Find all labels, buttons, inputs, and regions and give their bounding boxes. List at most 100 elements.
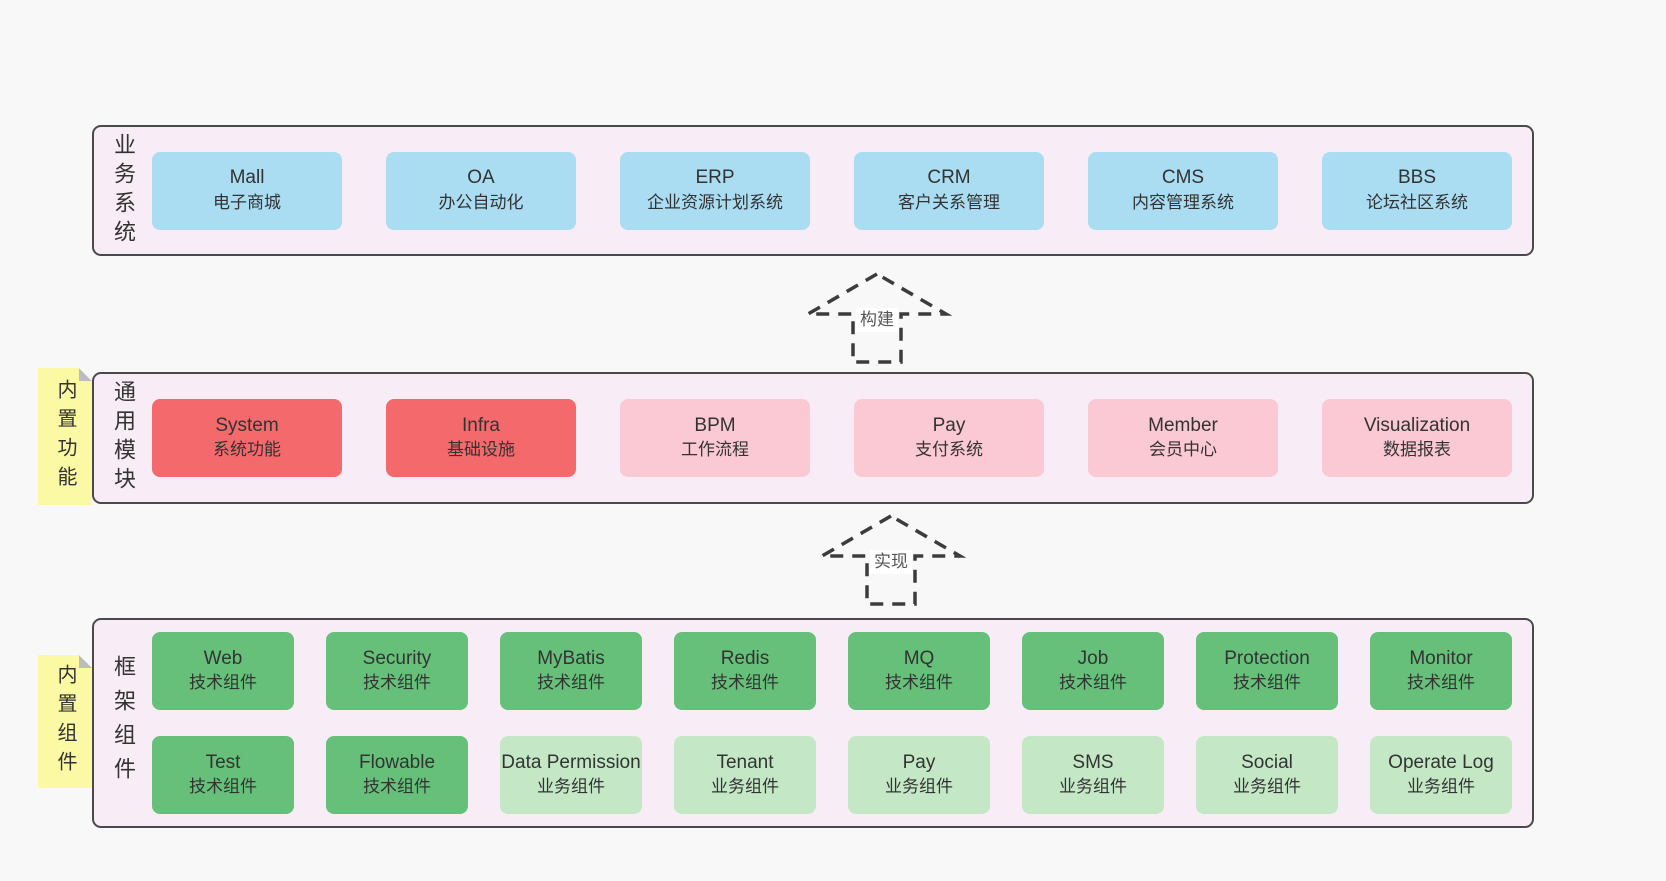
box-job: Job 技术组件 bbox=[1022, 632, 1164, 710]
box-title: Test bbox=[205, 751, 241, 773]
component-row-1: Web 技术组件 Security 技术组件 MyBatis 技术组件 Redi… bbox=[152, 632, 1512, 710]
box-subtitle: 技术组件 bbox=[885, 673, 953, 693]
layer-business-systems: 业务系统 Mall 电子商城 OA 办公自动化 ERP 企业资源计划系统 CRM… bbox=[92, 125, 1534, 256]
box-title: Mall bbox=[229, 167, 265, 189]
box-visualization: Visualization 数据报表 bbox=[1322, 399, 1512, 477]
box-erp: ERP 企业资源计划系统 bbox=[620, 151, 810, 230]
arrow-implement-label: 实现 bbox=[870, 550, 912, 575]
layer-label-components: 框架组件 bbox=[94, 620, 152, 826]
business-boxes: Mall 电子商城 OA 办公自动化 ERP 企业资源计划系统 CRM 客户关系… bbox=[152, 127, 1532, 254]
component-boxes: Web 技术组件 Security 技术组件 MyBatis 技术组件 Redi… bbox=[152, 620, 1532, 826]
box-subtitle: 工作流程 bbox=[681, 440, 749, 460]
box-test: Test 技术组件 bbox=[152, 736, 294, 814]
note-label: 内置功能 bbox=[54, 378, 76, 495]
box-subtitle: 业务组件 bbox=[1233, 777, 1301, 797]
arrow-build-label: 构建 bbox=[856, 308, 898, 333]
box-subtitle: 电子商城 bbox=[213, 192, 281, 212]
box-subtitle: 内容管理系统 bbox=[1132, 192, 1234, 212]
box-title: Protection bbox=[1224, 647, 1310, 669]
box-title: Monitor bbox=[1409, 647, 1473, 669]
box-title: ERP bbox=[695, 167, 735, 189]
box-subtitle: 基础设施 bbox=[447, 440, 515, 460]
module-boxes: System 系统功能 Infra 基础设施 BPM 工作流程 Pay 支付系统… bbox=[152, 374, 1532, 502]
box-protection: Protection 技术组件 bbox=[1196, 632, 1338, 710]
box-subtitle: 技术组件 bbox=[189, 777, 257, 797]
box-title: MQ bbox=[903, 647, 935, 669]
box-title: SMS bbox=[1072, 751, 1114, 773]
box-web: Web 技术组件 bbox=[152, 632, 294, 710]
box-subtitle: 技术组件 bbox=[363, 673, 431, 693]
box-title: Operate Log bbox=[1388, 751, 1494, 773]
box-subtitle: 业务组件 bbox=[1059, 777, 1127, 797]
box-member: Member 会员中心 bbox=[1088, 399, 1278, 477]
box-system: System 系统功能 bbox=[152, 399, 342, 477]
component-row-2: Test 技术组件 Flowable 技术组件 Data Permission … bbox=[152, 736, 1512, 814]
note-fold bbox=[79, 368, 92, 381]
note-label: 内置组件 bbox=[54, 663, 76, 780]
box-social: Social 业务组件 bbox=[1196, 736, 1338, 814]
box-title: Pay bbox=[902, 751, 936, 773]
box-subtitle: 业务组件 bbox=[711, 777, 779, 797]
box-title: Job bbox=[1077, 647, 1109, 669]
box-infra: Infra 基础设施 bbox=[386, 399, 576, 477]
box-sms: SMS 业务组件 bbox=[1022, 736, 1164, 814]
box-subtitle: 技术组件 bbox=[363, 777, 431, 797]
arrow-build: 构建 bbox=[802, 270, 952, 366]
box-title: CRM bbox=[927, 167, 971, 189]
box-title: Member bbox=[1148, 414, 1218, 436]
box-subtitle: 技术组件 bbox=[1407, 673, 1475, 693]
box-title: Flowable bbox=[358, 751, 436, 773]
box-title: Web bbox=[203, 647, 243, 669]
box-title: Tenant bbox=[716, 751, 774, 773]
box-mybatis: MyBatis 技术组件 bbox=[500, 632, 642, 710]
layer-label-text: 业务系统 bbox=[111, 132, 136, 249]
box-subtitle: 技术组件 bbox=[711, 673, 779, 693]
box-flowable: Flowable 技术组件 bbox=[326, 736, 468, 814]
box-monitor: Monitor 技术组件 bbox=[1370, 632, 1512, 710]
box-title: Redis bbox=[720, 647, 770, 669]
layer-label-text: 框架组件 bbox=[111, 655, 136, 791]
box-subtitle: 支付系统 bbox=[915, 440, 983, 460]
layer-common-modules: 通用模块 System 系统功能 Infra 基础设施 BPM 工作流程 Pay… bbox=[92, 372, 1534, 504]
note-built-in-features: 内置功能 bbox=[38, 368, 92, 505]
box-title: Pay bbox=[932, 414, 966, 436]
box-oa: OA 办公自动化 bbox=[386, 151, 576, 230]
note-fold bbox=[79, 655, 92, 668]
box-subtitle: 系统功能 bbox=[213, 440, 281, 460]
box-subtitle: 技术组件 bbox=[189, 673, 257, 693]
layer-label-modules: 通用模块 bbox=[94, 374, 152, 502]
layer-label-text: 通用模块 bbox=[111, 380, 136, 496]
box-title: Infra bbox=[461, 414, 501, 436]
box-operate-log: Operate Log 业务组件 bbox=[1370, 736, 1512, 814]
box-subtitle: 业务组件 bbox=[885, 777, 953, 797]
box-subtitle: 会员中心 bbox=[1149, 440, 1217, 460]
note-built-in-components: 内置组件 bbox=[38, 655, 92, 788]
box-pay-business: Pay 业务组件 bbox=[848, 736, 990, 814]
box-subtitle: 办公自动化 bbox=[438, 192, 524, 212]
box-mall: Mall 电子商城 bbox=[152, 151, 342, 230]
box-subtitle: 客户关系管理 bbox=[898, 192, 1000, 212]
box-title: Visualization bbox=[1363, 414, 1471, 436]
box-tenant: Tenant 业务组件 bbox=[674, 736, 816, 814]
layer-framework-components: 框架组件 Web 技术组件 Security 技术组件 MyBatis 技术组件… bbox=[92, 618, 1534, 828]
box-bpm: BPM 工作流程 bbox=[620, 399, 810, 477]
box-subtitle: 论坛社区系统 bbox=[1366, 192, 1468, 212]
box-title: BPM bbox=[694, 414, 736, 436]
box-subtitle: 技术组件 bbox=[1059, 673, 1127, 693]
box-title: MyBatis bbox=[537, 647, 605, 669]
box-title: BBS bbox=[1397, 167, 1437, 189]
box-data-permission: Data Permission 业务组件 bbox=[500, 736, 642, 814]
box-cms: CMS 内容管理系统 bbox=[1088, 151, 1278, 230]
box-title: Social bbox=[1241, 751, 1293, 773]
box-title: System bbox=[215, 414, 279, 436]
box-crm: CRM 客户关系管理 bbox=[854, 151, 1044, 230]
box-subtitle: 业务组件 bbox=[1407, 777, 1475, 797]
box-subtitle: 企业资源计划系统 bbox=[647, 192, 783, 212]
box-redis: Redis 技术组件 bbox=[674, 632, 816, 710]
box-subtitle: 技术组件 bbox=[537, 673, 605, 693]
box-title: CMS bbox=[1161, 167, 1205, 189]
layer-label-business: 业务系统 bbox=[94, 127, 152, 254]
box-subtitle: 技术组件 bbox=[1233, 673, 1301, 693]
box-subtitle: 业务组件 bbox=[537, 777, 605, 797]
